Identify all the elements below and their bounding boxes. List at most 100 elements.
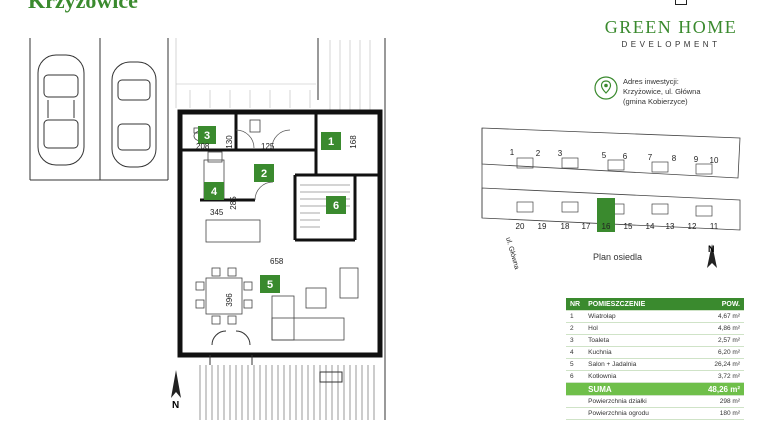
row-extra-name: Powierzchnia działki [584,395,686,408]
row-room-name: Kotłownia [584,370,686,383]
lot-number: 10 [710,156,719,165]
room-number-5: 5 [267,279,273,291]
north-label-site: N [708,244,715,254]
row-area: 4,86 m² [685,322,744,335]
lot-number: 9 [694,155,699,164]
lot-number: 5 [602,151,607,160]
room-badge-4: 4 [204,182,224,200]
room-badge-1: 1 [321,132,341,150]
lot-number: 16 [602,222,611,231]
row-area: 4,67 m² [685,310,744,323]
row-area: 6,20 m² [685,346,744,359]
row-spacer [566,395,585,408]
car-icon [111,61,157,168]
header-area: POW. [685,298,744,311]
north-arrow-icon [171,370,181,398]
dim-285: 285 [229,196,238,210]
floor-plan: 1 2 3 4 5 6 130 168 208 125 345 285 658 … [29,38,386,420]
lot-number: 2 [536,149,541,158]
north-label-plan: N [172,400,179,411]
row-room-name: Hol [584,322,686,335]
row-room-name: Wiatrołap [584,310,686,323]
investment-address: Adres inwestycji: Krzyżowice, ul. Główna… [623,77,701,107]
car-icon [37,54,85,166]
dim-658: 658 [270,257,284,266]
brand-subtitle: DEVELOPMENT [621,40,721,49]
row-number: 1 [566,310,585,323]
row-extra-area: 180 m² [685,407,744,420]
page-title: Krzyżowice [28,0,138,13]
lot-number: 18 [561,222,570,231]
lot-number: 12 [688,222,697,231]
address-label: Adres inwestycji: [623,77,679,86]
row-number: 5 [566,358,585,371]
lot-number: 14 [646,222,655,231]
row-room-name: Salon + Jadalnia [584,358,686,371]
dim-130: 130 [225,135,234,149]
row-area: 26,24 m² [685,358,744,371]
address-line1: Krzyżowice, ul. Główna [623,87,701,96]
sum-label: SUMA [584,382,686,396]
lot-number: 13 [666,222,675,231]
room-number-2: 2 [261,168,267,180]
brand-name: GREEN HOME [604,17,738,37]
lot-number: 11 [710,222,719,231]
sum-spacer [566,382,585,396]
highlighted-lot [597,198,615,232]
lot-number: 6 [623,152,628,161]
lot-number: 17 [582,222,591,231]
row-spacer [566,407,585,420]
lot-number: 7 [648,153,653,162]
row-number: 4 [566,346,585,359]
house-logo-icon [675,0,687,5]
row-number: 6 [566,370,585,383]
row-room-name: Kuchnia [584,346,686,359]
row-area: 3,72 m² [685,370,744,383]
dim-345: 345 [210,208,224,217]
room-badge-5: 5 [260,275,280,293]
room-number-3: 3 [204,130,210,142]
location-pin-icon [594,76,618,100]
lot-number: 1 [510,148,515,157]
lot-number: 20 [516,222,525,231]
room-badge-3: 3 [198,126,216,144]
lot-number: 8 [672,154,677,163]
address-line2: (gmina Kobierzyce) [623,97,688,106]
row-area: 2,57 m² [685,334,744,347]
table-header: NR POMIESZCZENIE POW. [566,298,744,311]
room-number-4: 4 [211,186,218,198]
north-arrow-site-icon [707,244,717,268]
header-nr: NR [566,298,585,311]
room-badge-2: 2 [254,164,274,182]
row-room-name: Toaleta [584,334,686,347]
header-room: POMIESZCZENIE [584,298,686,311]
dim-168: 168 [349,135,358,149]
sum-area: 48,26 m² [685,382,744,396]
row-number: 2 [566,322,585,335]
row-number: 3 [566,334,585,347]
lot-number: 3 [558,149,563,158]
lot-number: 15 [624,222,633,231]
row-extra-name: Powierzchnia ogrodu [584,407,686,420]
room-number-1: 1 [328,136,334,148]
dim-396: 396 [225,293,234,307]
row-extra-area: 298 m² [685,395,744,408]
dim-125: 125 [261,142,275,151]
lot-number: 19 [538,222,547,231]
room-number-6: 6 [333,200,339,212]
street-name: ul. Główna [504,237,520,271]
site-plan-title: Plan osiedla [593,252,643,262]
room-badge-6: 6 [326,196,346,214]
dim-208: 208 [196,142,210,151]
